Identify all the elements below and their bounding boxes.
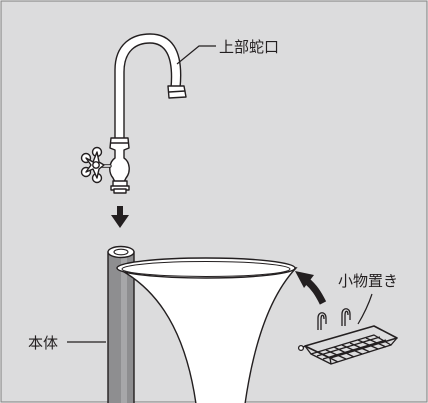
basin [116, 257, 298, 403]
main-body-pole [107, 245, 135, 403]
down-arrow-icon [111, 206, 129, 228]
basin-bowl [116, 267, 298, 403]
upper-faucet [80, 33, 187, 194]
faucet-cross-handle [80, 146, 112, 184]
upper-faucet-label: 上部蛇口 [219, 38, 279, 56]
main-body-label: 本体 [28, 334, 58, 352]
accessory-holder-basket [297, 308, 398, 365]
faucet-valve-body [109, 137, 130, 183]
accessory-holder-callout-line [357, 293, 373, 325]
accessory-holder-label: 小物置き [338, 272, 398, 290]
upper-faucet-callout-line [176, 45, 216, 65]
curved-arrow-icon [295, 271, 327, 305]
